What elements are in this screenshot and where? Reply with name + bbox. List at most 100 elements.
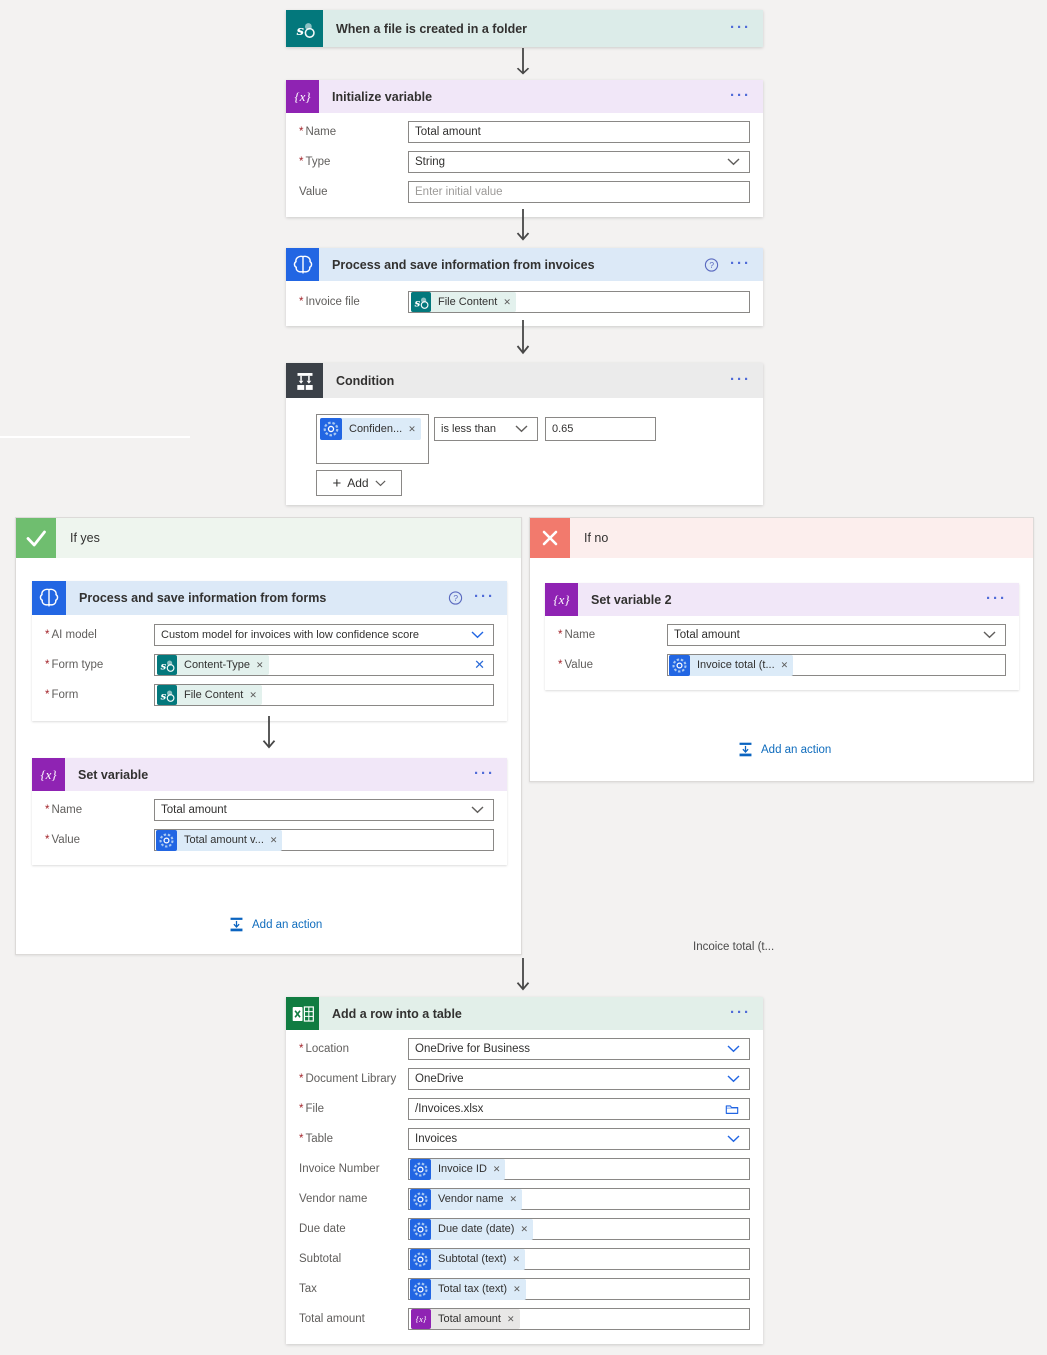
variable-icon: {x}: [545, 583, 578, 616]
more-options-icon[interactable]: ···: [986, 589, 1007, 607]
value-label: Value: [564, 659, 594, 671]
field-row-due-date: Due date Due date (date) ✕: [299, 1218, 750, 1240]
action-card-condition[interactable]: Condition ··· Confiden... ✕ is less than…: [286, 363, 763, 505]
invoice-id-token[interactable]: Invoice ID ✕: [410, 1158, 506, 1180]
variable-value-input[interactable]: Total amount v... ✕: [154, 829, 494, 851]
table-dropdown[interactable]: Invoices: [408, 1128, 750, 1150]
more-options-icon[interactable]: ···: [474, 588, 495, 606]
form-input[interactable]: File Content ✕: [154, 684, 494, 706]
field-row-subtotal: Subtotal Subtotal (text) ✕: [299, 1248, 750, 1270]
file-picker-input[interactable]: /Invoices.xlsx: [408, 1098, 750, 1120]
field-row-name: *Name Total amount: [558, 624, 1006, 646]
remove-token-icon[interactable]: ✕: [492, 1163, 501, 1174]
ai-model-dropdown[interactable]: Custom model for invoices with low confi…: [154, 624, 494, 646]
if-yes-header[interactable]: If yes: [16, 518, 521, 558]
more-options-icon[interactable]: ···: [730, 1003, 751, 1021]
file-label: File: [305, 1103, 325, 1115]
excel-icon: [286, 997, 319, 1030]
field-row-table: *Table Invoices: [299, 1128, 750, 1150]
more-options-icon[interactable]: ···: [730, 86, 751, 104]
connector-arrow: [515, 320, 531, 360]
add-action-icon: [737, 741, 754, 758]
more-options-icon[interactable]: ···: [730, 18, 751, 36]
document-library-label: Document Library: [305, 1073, 397, 1085]
help-icon[interactable]: [448, 591, 463, 606]
invoice-number-input[interactable]: Invoice ID ✕: [408, 1158, 750, 1180]
plus-icon: +: [332, 474, 342, 492]
action-card-set-variable-2[interactable]: {x} Set variable 2 ··· *Name Total amoun…: [545, 583, 1019, 690]
tax-input[interactable]: Total tax (text) ✕: [408, 1278, 750, 1300]
variable-name-dropdown[interactable]: Total amount: [667, 624, 1006, 646]
total-amount-value-token[interactable]: Total amount v... ✕: [156, 829, 283, 851]
action-card-set-variable[interactable]: {x} Set variable ··· *Name Total amount …: [32, 758, 507, 865]
condition-add-button[interactable]: + Add: [316, 470, 402, 496]
add-action-link[interactable]: Add an action: [737, 741, 831, 758]
cross-icon: [530, 518, 570, 558]
location-dropdown[interactable]: OneDrive for Business: [408, 1038, 750, 1060]
condition-operand-box[interactable]: Confiden... ✕: [316, 414, 429, 464]
remove-token-icon[interactable]: ✕: [512, 1253, 521, 1264]
subtotal-token[interactable]: Subtotal (text) ✕: [410, 1248, 526, 1270]
condition-operator-dropdown[interactable]: is less than: [434, 417, 538, 441]
remove-token-icon[interactable]: ✕: [780, 659, 789, 670]
sharepoint-icon: [157, 685, 177, 705]
field-row-name: *Name Total amount: [299, 121, 750, 143]
action-card-process-forms[interactable]: Process and save information from forms …: [32, 581, 507, 721]
condition-value-input[interactable]: 0.65: [545, 417, 656, 441]
folder-icon[interactable]: [724, 1102, 740, 1116]
variable-name-input[interactable]: Total amount: [408, 121, 750, 143]
remove-token-icon[interactable]: ✕: [513, 1283, 521, 1294]
field-row-form-type: *Form type Content-Type ✕ ✕: [45, 654, 494, 676]
document-library-dropdown[interactable]: OneDrive: [408, 1068, 750, 1090]
action-card-add-row-into-table[interactable]: Add a row into a table ··· *Location One…: [286, 997, 763, 1344]
ai-builder-icon: [410, 1218, 431, 1240]
action-card-process-invoices[interactable]: Process and save information from invoic…: [286, 248, 763, 326]
help-icon[interactable]: [704, 257, 719, 272]
connector-arrow: [515, 958, 531, 996]
remove-token-icon[interactable]: ✕: [520, 1223, 528, 1234]
add-action-link[interactable]: Add an action: [228, 916, 322, 933]
condition-body: Confiden... ✕ is less than 0.65 + Add: [286, 398, 763, 505]
remove-token-icon[interactable]: ✕: [408, 423, 416, 434]
remove-token-icon[interactable]: ✕: [269, 834, 278, 845]
remove-token-icon[interactable]: ✕: [503, 296, 511, 307]
file-content-token[interactable]: File Content ✕: [157, 685, 262, 705]
more-options-icon[interactable]: ···: [474, 764, 495, 782]
variable-value-input[interactable]: Invoice total (t... ✕: [667, 654, 1006, 676]
trigger-card-when-file-created[interactable]: When a file is created in a folder ···: [286, 10, 763, 47]
clear-field-icon[interactable]: ✕: [474, 657, 485, 672]
confidence-token[interactable]: Confiden... ✕: [320, 418, 421, 440]
action-card-initialize-variable[interactable]: {x} Initialize variable ··· *Name Total …: [286, 80, 763, 217]
remove-token-icon[interactable]: ✕: [249, 689, 257, 700]
if-no-header[interactable]: If no: [530, 518, 1033, 558]
file-content-token[interactable]: File Content ✕: [411, 292, 516, 312]
chevron-down-icon: [471, 806, 484, 814]
name-label: Name: [564, 629, 596, 641]
location-label: Location: [305, 1043, 349, 1055]
total-amount-variable-token[interactable]: {x} Total amount ✕: [411, 1309, 520, 1329]
name-label: Name: [305, 126, 337, 138]
more-options-icon[interactable]: ···: [730, 370, 751, 388]
remove-token-icon[interactable]: ✕: [506, 1313, 515, 1324]
remove-token-icon[interactable]: ✕: [509, 1193, 517, 1204]
field-row-value: *Value Invoice total (t... ✕: [558, 654, 1006, 676]
chevron-down-icon: [727, 1075, 740, 1083]
vendor-name-token[interactable]: Vendor name ✕: [410, 1188, 522, 1210]
due-date-input[interactable]: Due date (date) ✕: [408, 1218, 750, 1240]
total-amount-input[interactable]: {x} Total amount ✕: [408, 1308, 750, 1330]
due-date-token[interactable]: Due date (date) ✕: [410, 1218, 533, 1240]
subtotal-input[interactable]: Subtotal (text) ✕: [408, 1248, 750, 1270]
variable-value-input[interactable]: Enter initial value: [408, 181, 750, 203]
vendor-name-input[interactable]: Vendor name ✕: [408, 1188, 750, 1210]
subtotal-label: Subtotal: [299, 1253, 342, 1265]
form-type-input[interactable]: Content-Type ✕ ✕: [154, 654, 494, 676]
content-type-token[interactable]: Content-Type ✕: [157, 655, 269, 675]
variable-name-dropdown[interactable]: Total amount: [154, 799, 494, 821]
field-row-value: *Value Total amount v... ✕: [45, 829, 494, 851]
invoice-total-token[interactable]: Invoice total (t... ✕: [669, 654, 794, 676]
remove-token-icon[interactable]: ✕: [256, 659, 264, 670]
total-tax-token[interactable]: Total tax (text) ✕: [410, 1278, 526, 1300]
variable-type-dropdown[interactable]: String: [408, 151, 750, 173]
more-options-icon[interactable]: ···: [730, 254, 751, 272]
invoice-file-input[interactable]: File Content ✕: [408, 291, 750, 313]
